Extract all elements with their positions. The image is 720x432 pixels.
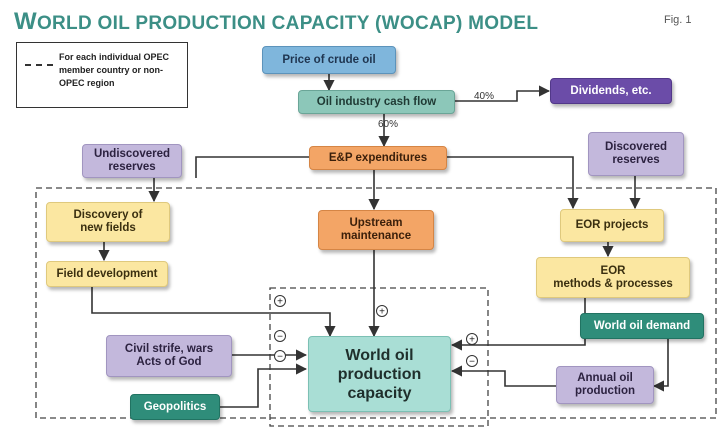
edge-demand-to-annual [652, 339, 669, 392]
node-world-oil-demand: World oil demand [580, 313, 704, 339]
node-annual-oil-production: Annual oil production [556, 366, 654, 404]
node-discovered-reserves: Discovered reserves [588, 132, 684, 176]
sign-minus-annual-glyph: − [469, 357, 475, 368]
edge-annual-to-central [450, 365, 556, 387]
node-geopolitics: Geopolitics [130, 394, 220, 420]
legend-dash-sample [25, 64, 53, 66]
sign-minus-civil: − [274, 330, 286, 343]
title-initial: W [14, 8, 37, 35]
region-boundary-large [35, 187, 717, 419]
sign-plus-field-dev: + [274, 295, 286, 308]
sign-minus-geopolitics: − [274, 350, 286, 363]
edge-label-40: 40% [474, 91, 495, 102]
sign-minus-geopolitics-glyph: − [277, 352, 283, 363]
node-eor-projects: EOR projects [560, 209, 664, 242]
sign-plus-upstream-glyph: + [379, 307, 385, 318]
edge-label-60: 60% [378, 119, 399, 130]
sign-minus-civil-glyph: − [277, 332, 283, 343]
legend: For each individual OPEC member country … [16, 42, 188, 108]
node-dividends: Dividends, etc. [550, 78, 672, 104]
legend-text: For each individual OPEC member country … [59, 52, 170, 88]
page-title: WORLD OIL PRODUCTION CAPACITY (WOCAP) MO… [14, 8, 538, 36]
edge-cashflow-to-dividends [455, 85, 551, 102]
sign-plus-field-dev-glyph: + [277, 297, 283, 308]
node-price-of-crude-oil: Price of crude oil [262, 46, 396, 74]
node-oil-industry-cash-flow: Oil industry cash flow [298, 90, 455, 114]
node-discovery-of-new-fields: Discovery of new fields [46, 202, 170, 242]
sign-plus-upstream: + [376, 305, 388, 318]
node-ep-expenditures: E&P expenditures [309, 146, 447, 170]
edge-field-dev-to-central [91, 287, 336, 338]
edge-ep-to-eor-projects [447, 156, 579, 210]
region-boundary-center [269, 287, 489, 427]
sign-plus-eor-methods-glyph: + [469, 335, 475, 346]
sign-plus-eor-methods: + [466, 333, 478, 346]
title-text: ORLD OIL PRODUCTION CAPACITY (WOCAP) MOD… [36, 13, 539, 34]
figure-label: Fig. 1 [664, 14, 692, 26]
node-world-oil-production-capacity: World oil production capacity [308, 336, 451, 412]
node-eor-methods-processes: EOR methods & processes [536, 257, 690, 298]
node-field-development: Field development [46, 261, 168, 287]
node-undiscovered-reserves: Undiscovered reserves [82, 144, 182, 178]
node-upstream-maintenance: Upstream maintenance [318, 210, 434, 250]
edge-geopolitics-to-central [220, 363, 308, 408]
sign-minus-annual: − [466, 355, 478, 368]
edge-ep-to-discovery [195, 156, 309, 178]
node-civil-strife-wars: Civil strife, wars Acts of God [106, 335, 232, 377]
